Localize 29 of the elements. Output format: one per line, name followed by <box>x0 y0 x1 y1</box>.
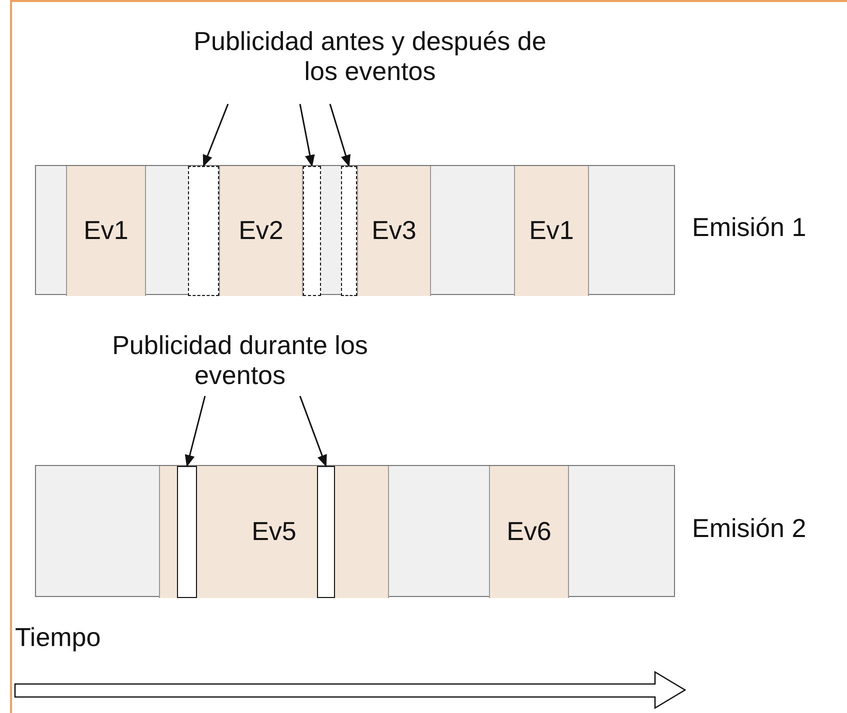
event-label: Ev1 <box>529 216 574 246</box>
axis-label: Tiempo <box>15 622 101 653</box>
ad-break-box <box>177 466 197 598</box>
event-segment <box>489 466 569 598</box>
callout-text: Publicidad antes y después de los eventos <box>185 12 555 102</box>
broadcast-bar <box>35 465 675 597</box>
arrow <box>299 396 327 467</box>
arrow <box>202 104 229 167</box>
callout-text: Publicidad durante los eventos <box>110 328 370 394</box>
ad-break-box <box>341 166 357 296</box>
event-label: Ev6 <box>506 517 552 547</box>
event-label: Ev1 <box>84 216 128 246</box>
event-label: Ev3 <box>372 216 416 246</box>
event-segment <box>357 166 431 296</box>
ad-break-box <box>303 166 321 296</box>
arrow <box>329 104 351 167</box>
ad-break-box <box>188 166 219 296</box>
event-segment <box>219 166 303 296</box>
ad-break-box <box>317 466 335 598</box>
event-segment <box>514 166 589 296</box>
arrow <box>299 104 315 167</box>
broadcast-label: Emisión 1 <box>692 212 806 243</box>
event-label: Ev5 <box>252 517 296 547</box>
event-label: Ev2 <box>238 216 284 246</box>
event-segment <box>159 466 389 598</box>
broadcast-label: Emisión 2 <box>692 513 806 544</box>
event-segment <box>66 166 146 296</box>
broadcast-bar <box>35 165 675 295</box>
arrow <box>184 396 206 467</box>
